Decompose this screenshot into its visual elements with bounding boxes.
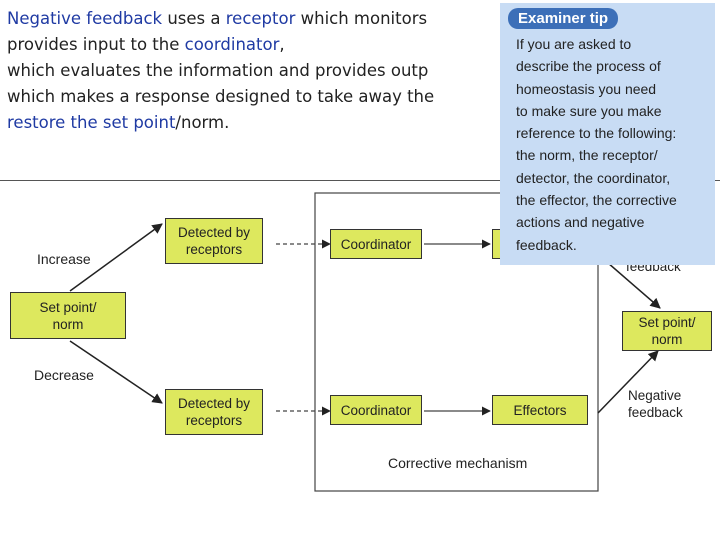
tip-line: If you are asked to (516, 36, 632, 52)
norm-text: norm (52, 316, 84, 332)
receptors-text: receptors (185, 242, 243, 257)
keyword: receptor (225, 9, 296, 28)
examiner-tip-body: If you are asked to describe the process… (516, 33, 712, 256)
tip-line: describe the process of (516, 58, 661, 75)
examiner-tip-heading: Examiner tip (508, 8, 619, 29)
intro-line: Negative feedback uses a receptor which … (7, 6, 527, 32)
intro-line: provides input to the coordinator, (7, 32, 527, 58)
feedback-diagram: Increase Decrease Set point/ norm Detect… (0, 181, 720, 540)
detected-text: Detected by (177, 396, 251, 411)
receptors-text: receptors (185, 413, 243, 428)
detected-text: Detected by (177, 225, 251, 240)
text-segment: /norm. (175, 113, 230, 132)
text-segment: which monitors (295, 9, 428, 28)
effectors-box-bottom: Effectors (492, 395, 588, 425)
set-point-text: Set point/ (39, 299, 97, 315)
text-segment: which makes a response designed to take … (7, 87, 435, 106)
negative-feedback-label: Negative feedback (628, 387, 683, 421)
coordinator-box-top: Coordinator (330, 229, 422, 259)
keyword: coordinator (184, 35, 280, 54)
decrease-label: Decrease (34, 367, 94, 383)
norm-text: norm (651, 332, 683, 347)
tip-line: actions and negative (516, 214, 645, 231)
divider (0, 180, 720, 181)
tip-line: reference to the following: (516, 125, 677, 142)
examiner-tip-panel: Examiner tip If you are asked to describ… (500, 3, 715, 265)
negative-text: Negative (628, 388, 682, 403)
intro-line: which evaluates the information and prov… (7, 58, 527, 84)
keyword: Negative feedback (7, 9, 163, 28)
detected-box-bottom: Detected by receptors (165, 389, 263, 435)
tip-line: detector, the coordinator, (516, 169, 671, 186)
tip-line: the effector, the corrective (516, 192, 677, 209)
tip-line: to make sure you make (516, 102, 662, 119)
set-point-text: Set point/ (638, 315, 696, 330)
increase-label: Increase (37, 251, 91, 267)
corrective-mechanism-label: Corrective mechanism (388, 455, 528, 471)
set-point-box-right: Set point/ norm (622, 311, 712, 351)
set-point-box-left: Set point/ norm (10, 292, 126, 339)
diagram-lines (69, 192, 661, 492)
detected-box-top: Detected by receptors (165, 218, 263, 264)
intro-text: Negative feedback uses a receptor which … (7, 6, 527, 136)
feedback-text: feedback (628, 405, 683, 420)
text-segment: provides input to the (7, 35, 185, 54)
text-segment: which evaluates the information and prov… (7, 61, 429, 80)
intro-line: restore the set point/norm. (7, 110, 527, 136)
coordinator-box-bottom: Coordinator (330, 395, 422, 425)
keyword: restore the set point (7, 113, 176, 132)
text-segment: uses a (162, 9, 226, 28)
tip-line: feedback. (516, 236, 577, 253)
text-segment: , (279, 35, 285, 54)
tip-line: the norm, the receptor/ (516, 147, 658, 164)
tip-line: homeostasis you need (516, 80, 657, 97)
intro-line: which makes a response designed to take … (7, 84, 527, 110)
